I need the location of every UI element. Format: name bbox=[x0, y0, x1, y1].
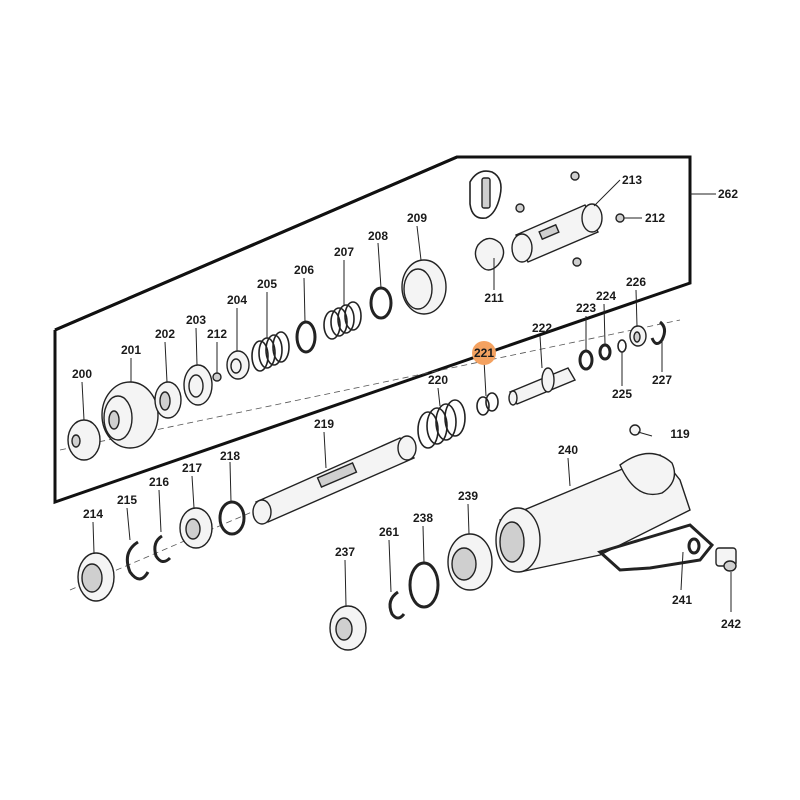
upper-axis bbox=[59, 319, 681, 451]
part-213[interactable] bbox=[511, 203, 603, 263]
part-221[interactable] bbox=[476, 392, 499, 416]
label-213: 213 bbox=[622, 173, 642, 187]
label-119: 119 bbox=[670, 427, 690, 441]
part-227[interactable] bbox=[650, 320, 667, 345]
label-224: 224 bbox=[596, 289, 616, 303]
part-261[interactable] bbox=[388, 590, 406, 620]
part-labels: 200 201 202 203 212 204 205 206 207 208 … bbox=[72, 173, 741, 631]
part-217[interactable] bbox=[179, 507, 213, 549]
part-239[interactable] bbox=[447, 533, 493, 591]
part-214[interactable] bbox=[77, 552, 115, 602]
part-205[interactable] bbox=[251, 331, 290, 372]
subassembly-frame-closure bbox=[54, 155, 458, 332]
label-238: 238 bbox=[413, 511, 433, 525]
label-217: 217 bbox=[182, 461, 202, 475]
part-241-oring[interactable] bbox=[687, 537, 701, 555]
part-200[interactable] bbox=[67, 419, 101, 461]
label-240: 240 bbox=[558, 443, 578, 457]
label-212-b: 212 bbox=[645, 211, 665, 225]
label-262: 262 bbox=[718, 187, 738, 201]
part-203[interactable] bbox=[183, 364, 213, 406]
part-212-ball[interactable] bbox=[212, 372, 222, 382]
part-242[interactable] bbox=[715, 547, 737, 572]
part-240[interactable] bbox=[495, 452, 691, 573]
label-226: 226 bbox=[626, 275, 646, 289]
label-202: 202 bbox=[155, 327, 175, 341]
label-206: 206 bbox=[294, 263, 314, 277]
part-226[interactable] bbox=[629, 325, 647, 347]
label-239: 239 bbox=[458, 489, 478, 503]
label-203: 203 bbox=[186, 313, 206, 327]
part-224[interactable] bbox=[598, 343, 612, 361]
part-211[interactable] bbox=[469, 170, 505, 271]
label-205: 205 bbox=[257, 277, 277, 291]
label-215: 215 bbox=[117, 493, 137, 507]
part-237[interactable] bbox=[329, 605, 367, 651]
part-225[interactable] bbox=[617, 339, 627, 353]
part-215[interactable] bbox=[125, 540, 150, 581]
label-241: 241 bbox=[672, 593, 692, 607]
label-201: 201 bbox=[121, 343, 141, 357]
label-212-a: 212 bbox=[207, 327, 227, 341]
label-200: 200 bbox=[72, 367, 92, 381]
part-204[interactable] bbox=[226, 350, 250, 380]
part-119[interactable] bbox=[629, 424, 653, 437]
part-218[interactable] bbox=[218, 500, 246, 536]
part-220[interactable] bbox=[417, 399, 466, 449]
label-207: 207 bbox=[334, 245, 354, 259]
label-242: 242 bbox=[721, 617, 741, 631]
label-211: 211 bbox=[484, 291, 504, 305]
label-219: 219 bbox=[314, 417, 334, 431]
part-238[interactable] bbox=[408, 561, 440, 609]
highlight-221 bbox=[472, 341, 496, 365]
label-216: 216 bbox=[149, 475, 169, 489]
part-202[interactable] bbox=[154, 381, 182, 419]
label-220: 220 bbox=[428, 373, 448, 387]
part-206[interactable] bbox=[295, 320, 317, 354]
part-212-balls[interactable] bbox=[515, 171, 625, 267]
label-221: 221 bbox=[474, 346, 494, 360]
part-209[interactable] bbox=[401, 259, 447, 315]
leader-lines bbox=[81, 179, 732, 612]
part-216[interactable] bbox=[153, 534, 172, 563]
label-204: 204 bbox=[227, 293, 247, 307]
part-241[interactable] bbox=[597, 523, 715, 572]
part-222[interactable] bbox=[508, 367, 577, 406]
label-261: 261 bbox=[379, 525, 399, 539]
part-208[interactable] bbox=[369, 286, 393, 320]
label-237: 237 bbox=[335, 545, 355, 559]
label-218: 218 bbox=[220, 449, 240, 463]
label-208: 208 bbox=[368, 229, 388, 243]
label-223: 223 bbox=[576, 301, 596, 315]
part-219[interactable] bbox=[252, 435, 417, 525]
label-227: 227 bbox=[652, 373, 672, 387]
part-201[interactable] bbox=[101, 381, 159, 449]
label-222: 222 bbox=[532, 321, 552, 335]
label-214: 214 bbox=[83, 507, 103, 521]
label-209: 209 bbox=[407, 211, 427, 225]
part-207[interactable] bbox=[323, 301, 362, 340]
part-223[interactable] bbox=[578, 349, 594, 371]
label-225: 225 bbox=[612, 387, 632, 401]
